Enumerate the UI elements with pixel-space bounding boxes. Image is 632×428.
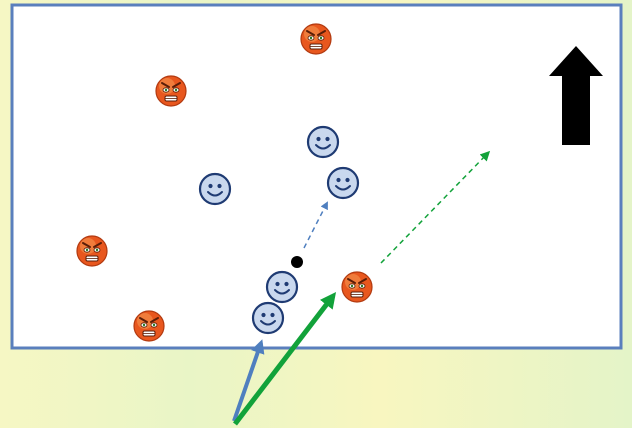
smiley-face-icon (306, 125, 340, 159)
angry-face-icon (300, 23, 332, 55)
angry-face-icon (133, 310, 165, 342)
smiley-face-icon (251, 301, 285, 335)
smiley-face-icon (265, 270, 299, 304)
run-arrow (380, 150, 491, 264)
field (10, 3, 623, 350)
ball (291, 256, 303, 268)
smiley-face-icon (198, 172, 232, 206)
entry-arrow-green (233, 292, 337, 426)
entry-arrow-blue (232, 339, 265, 422)
angry-face-icon (76, 235, 108, 267)
angry-face-icon (341, 271, 373, 303)
up-arrow-icon (549, 46, 603, 145)
smiley-face-icon (326, 166, 360, 200)
angry-face-icon (155, 75, 187, 107)
